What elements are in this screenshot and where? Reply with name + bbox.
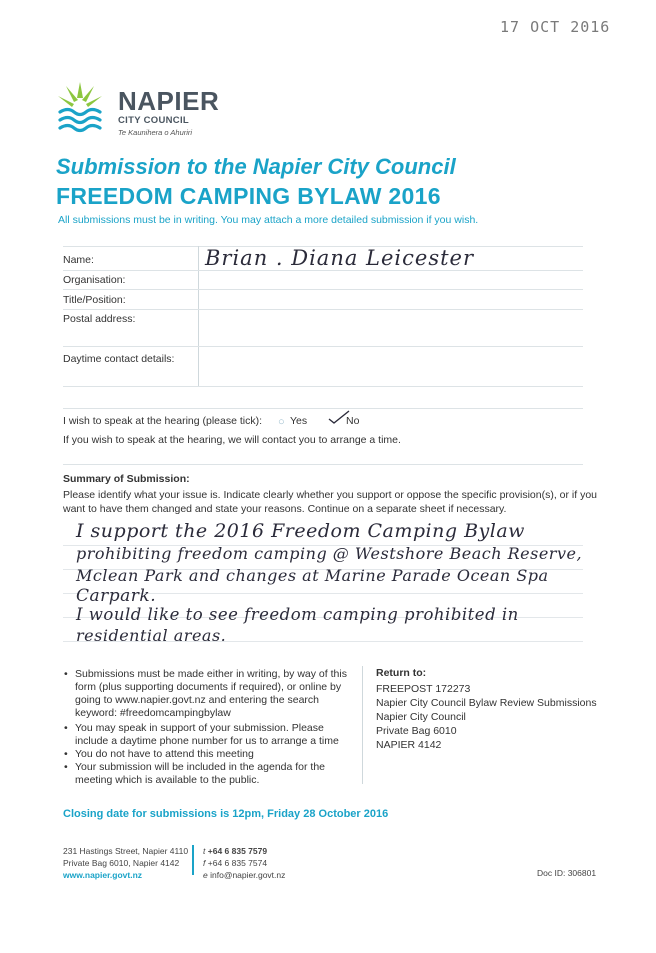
summary-handwriting-line[interactable]: Mclean Park and changes at Marine Parade… xyxy=(76,566,549,585)
footer-address: 231 Hastings Street, Napier 4110 xyxy=(63,846,189,856)
return-address-line: NAPIER 4142 xyxy=(376,739,442,751)
checkmark-icon xyxy=(328,410,350,424)
list-item: •You do not have to attend this meeting xyxy=(64,748,254,760)
list-item: •Submissions must be made either in writ… xyxy=(64,668,347,719)
writing-line xyxy=(63,641,583,642)
field-divider xyxy=(63,289,583,290)
closing-date: Closing date for submissions is 12pm, Fr… xyxy=(63,808,389,820)
footer-divider xyxy=(192,845,194,875)
field-divider xyxy=(63,309,583,310)
return-address-line: Napier City Council Bylaw Review Submiss… xyxy=(376,697,597,709)
form-title: Submission to the Napier City Council xyxy=(56,154,456,179)
hearing-note: If you wish to speak at the hearing, we … xyxy=(63,434,401,446)
title-position-label: Title/Position: xyxy=(63,294,126,306)
yes-tick-box[interactable]: ○ xyxy=(278,416,285,428)
summary-handwriting-line[interactable]: prohibiting freedom camping @ Westshore … xyxy=(76,544,583,563)
document-id: Doc ID: 306801 xyxy=(537,868,597,878)
footer-email-link[interactable]: e info@napier.govt.nz xyxy=(203,870,286,880)
postal-address-label: Postal address: xyxy=(63,313,136,325)
hearing-question: I wish to speak at the hearing (please t… xyxy=(63,415,263,427)
footer-fax: f +64 6 835 7574 xyxy=(203,858,268,868)
summary-handwriting-line[interactable]: I would like to see freedom camping proh… xyxy=(76,605,519,624)
field-divider xyxy=(63,246,583,247)
footer-address: Private Bag 6010, Napier 4142 xyxy=(63,858,180,868)
return-address-line: Napier City Council xyxy=(376,711,466,723)
received-date-stamp: 17 OCT 2016 xyxy=(500,18,611,36)
yes-option-label: Yes xyxy=(290,415,308,427)
name-field[interactable]: Brian . Diana Leicester xyxy=(205,246,475,270)
return-address-line: Private Bag 6010 xyxy=(376,725,457,737)
writing-line xyxy=(63,545,583,546)
summary-handwriting-line[interactable]: residential areas. xyxy=(76,626,227,645)
logo-wordmark: NAPIER xyxy=(118,86,220,116)
field-divider xyxy=(63,270,583,271)
field-column-divider xyxy=(198,246,199,386)
list-item: •Your submission will be included in the… xyxy=(64,761,326,786)
return-divider xyxy=(362,666,363,784)
writing-line xyxy=(63,593,583,594)
no-option-label[interactable]: No xyxy=(346,415,360,427)
logo-maori-name: Te Kaunihera o Ahuriri xyxy=(118,128,193,137)
return-heading: Return to: xyxy=(376,667,427,679)
name-label: Name: xyxy=(63,254,94,266)
summary-heading: Summary of Submission: xyxy=(63,473,190,485)
summary-instructions: Please identify what your issue is. Indi… xyxy=(63,489,598,515)
section-divider xyxy=(63,464,583,465)
return-address-line: FREEPOST 172273 xyxy=(376,683,471,695)
field-divider xyxy=(63,346,583,347)
summary-handwriting-line[interactable]: Carpark. xyxy=(76,586,157,606)
daytime-contact-label: Daytime contact details: xyxy=(63,353,175,365)
section-divider xyxy=(63,408,583,409)
intro-text: All submissions must be in writing. You … xyxy=(58,214,479,226)
summary-handwriting-line[interactable]: I support the 2016 Freedom Camping Bylaw xyxy=(76,520,525,542)
organisation-label: Organisation: xyxy=(63,274,126,286)
napier-logo-icon xyxy=(58,82,102,133)
field-divider xyxy=(63,386,583,387)
list-item: •You may speak in support of your submis… xyxy=(64,722,339,747)
writing-line xyxy=(63,617,583,618)
writing-line xyxy=(63,569,583,570)
logo-subtitle: CITY COUNCIL xyxy=(118,115,189,126)
form-subtitle: FREEDOM CAMPING BYLAW 2016 xyxy=(56,183,441,209)
footer-phone: t +64 6 835 7579 xyxy=(203,846,268,856)
footer-website-link[interactable]: www.napier.govt.nz xyxy=(63,870,143,880)
